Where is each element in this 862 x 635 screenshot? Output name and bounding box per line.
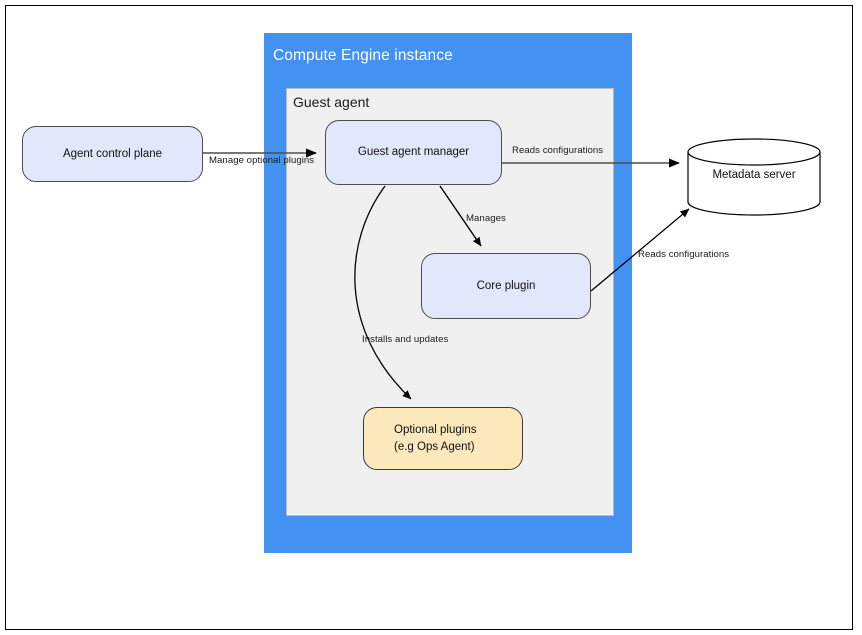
node-guest-agent-manager-label: Guest agent manager: [357, 146, 470, 159]
edge-label-manage-optional-plugins: Manage optional plugins: [209, 155, 315, 166]
node-core-plugin[interactable]: Core plugin: [421, 253, 591, 319]
node-agent-control-plane[interactable]: Agent control plane: [22, 126, 203, 182]
node-guest-agent-manager[interactable]: Guest agent manager: [325, 120, 502, 185]
edge-label-manages: Manages: [466, 213, 506, 224]
compute-engine-instance-label: Compute Engine instance: [273, 47, 453, 64]
edge-label-installs-and-updates: Installs and updates: [362, 334, 449, 345]
edge-label-reads-configurations-core: Reads configurations: [638, 249, 730, 260]
node-optional-plugins-label-line1: Optional plugins: [394, 423, 477, 436]
node-agent-control-plane-label: Agent control plane: [62, 147, 163, 160]
guest-agent-label: Guest agent: [293, 94, 370, 110]
node-optional-plugins-label-line2: (e.g Ops Agent): [394, 440, 475, 453]
diagram-outer-frame: [5, 5, 853, 630]
node-metadata-server-label: Metadata server: [712, 169, 796, 181]
node-core-plugin-label: Core plugin: [476, 279, 536, 292]
edge-label-reads-configurations-manager: Reads configurations: [512, 145, 604, 156]
node-optional-plugins[interactable]: Optional plugins (e.g Ops Agent): [363, 407, 523, 470]
